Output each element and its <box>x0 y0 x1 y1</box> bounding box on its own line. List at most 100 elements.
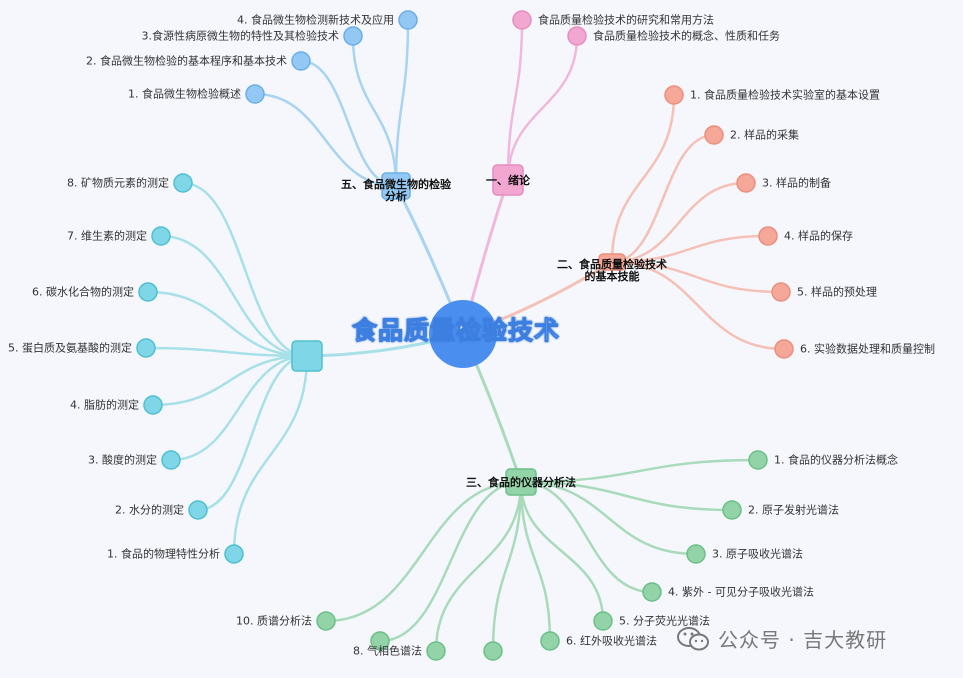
branch-label-b5: 五、食品微生物的检验分析 <box>341 179 451 203</box>
leaf-label-b3-3: 4. 紫外 - 可见分子吸收光谱法 <box>668 585 814 599</box>
leaf-label-b5-2: 2. 食品微生物检验的基本程序和基本技术 <box>86 54 287 68</box>
leaf-label-b5-1: 3.食源性病原微生物的特性及其检验技术 <box>141 29 340 43</box>
leaf-link-b2-5 <box>610 260 786 351</box>
leaf-link-b4-3 <box>144 346 309 358</box>
leaf-node-b4-6[interactable] <box>188 500 208 520</box>
leaf-node-b2-3[interactable] <box>758 226 778 246</box>
branch-label-line-b2-1: 的基本技能 <box>584 270 640 283</box>
leaf-node-b3-1[interactable] <box>722 500 742 520</box>
leaf-link-b3-5 <box>519 480 552 643</box>
leaf-link-b3-6 <box>491 480 523 653</box>
leaf-link-b2-4 <box>610 260 783 294</box>
branch-node-b2[interactable] <box>598 253 626 271</box>
leaf-node-b2-5[interactable] <box>774 339 794 359</box>
leaf-label-b3-0: 1. 食品的仪器分析法概念 <box>774 453 898 467</box>
branch-label-line-b5-0: 五、食品微生物的检验 <box>341 178 451 191</box>
branch-node-b3[interactable] <box>505 468 537 496</box>
leaf-node-b2-4[interactable] <box>771 282 791 302</box>
connector-lines <box>144 18 786 653</box>
leaf-node-b3-8[interactable] <box>370 631 390 651</box>
leaf-label-b4-6: 2. 水分的测定 <box>115 503 184 517</box>
wechat-icon <box>677 626 709 650</box>
leaf-node-b2-0[interactable] <box>664 85 684 105</box>
leaf-link-b1-1 <box>506 34 579 182</box>
leaf-node-b4-7[interactable] <box>224 544 244 564</box>
leaf-label-b2-3: 4. 样品的保存 <box>784 229 853 243</box>
leaf-node-b5-2[interactable] <box>291 51 311 71</box>
leaf-label-b4-2: 6. 碳水化合物的测定 <box>32 285 134 299</box>
leaf-label-b5-0: 4. 食品微生物检测新技术及应用 <box>237 13 394 27</box>
leaf-link-b3-1 <box>519 480 734 512</box>
leaf-label-b2-2: 3. 样品的制备 <box>762 176 831 190</box>
leaf-label-b4-1: 7. 维生素的测定 <box>67 229 147 243</box>
root-title[interactable]: 食品质量检验技术 <box>351 316 561 346</box>
leaf-node-b2-1[interactable] <box>704 125 724 145</box>
leaf-label-b3-1: 2. 原子发射光谱法 <box>748 503 839 517</box>
leaf-link-b4-4 <box>151 354 309 407</box>
leaf-node-b3-5[interactable] <box>540 631 560 651</box>
leaf-label-b4-4: 4. 脂肪的测定 <box>70 398 139 412</box>
branch-label-b1: 一、绪论 <box>486 174 530 187</box>
leaf-label-b4-5: 3. 酸度的测定 <box>88 453 157 467</box>
root-node[interactable] <box>429 300 497 368</box>
leaf-link-b4-5 <box>169 354 309 462</box>
nodes-layer <box>136 10 794 661</box>
branch-node-b4[interactable] <box>291 340 323 372</box>
branch-label-b3: 三、食品的仪器分析法 <box>466 476 576 489</box>
leaf-node-b4-2[interactable] <box>138 282 158 302</box>
branch-node-b5[interactable] <box>381 172 411 200</box>
leaf-node-b4-4[interactable] <box>143 395 163 415</box>
watermark-text: 公众号 · 吉大教研 <box>718 628 888 652</box>
leaf-node-b3-2[interactable] <box>686 544 706 564</box>
leaf-node-b3-3[interactable] <box>642 582 662 602</box>
leaf-link-b3-2 <box>519 480 698 556</box>
leaf-link-b3-9 <box>324 480 523 623</box>
leaf-node-b2-2[interactable] <box>736 173 756 193</box>
leaf-label-b2-1: 2. 样品的采集 <box>730 128 799 142</box>
branch-label-line-b2-0: 二、食品质量检验技术 <box>557 258 667 271</box>
leaf-link-b3-7 <box>434 480 523 653</box>
leaf-label-b3-5: 6. 红外吸收光谱法 <box>566 634 657 648</box>
leaf-label-b5-3: 1. 食品微生物检验概述 <box>128 87 241 101</box>
leaf-label-b3-4: 5. 分子荧光光谱法 <box>619 614 710 628</box>
leaf-label-b4-3: 5. 蛋白质及氨基酸的测定 <box>8 341 132 355</box>
leaf-node-b3-6[interactable] <box>483 641 503 661</box>
leaf-link-b4-1 <box>159 234 309 358</box>
leaf-label-b2-5: 6. 实验数据处理和质量控制 <box>800 342 935 356</box>
leaf-node-b3-4[interactable] <box>593 611 613 631</box>
leaf-link-b2-3 <box>610 234 770 264</box>
leaf-link-b4-0 <box>181 181 309 358</box>
leaf-label-b4-7: 1. 食品的物理特性分析 <box>107 547 220 561</box>
leaf-link-b5-0 <box>394 18 410 188</box>
leaf-link-b3-4 <box>519 480 605 623</box>
branch-node-b1[interactable] <box>492 164 524 196</box>
leaf-link-b4-6 <box>196 354 309 512</box>
leaf-node-b4-1[interactable] <box>151 226 171 246</box>
leaf-label-b3-2: 3. 原子吸收光谱法 <box>712 547 803 561</box>
leaf-link-b4-2 <box>146 290 309 358</box>
leaf-link-b3-0 <box>519 458 760 484</box>
leaf-node-b5-1[interactable] <box>343 26 363 46</box>
leaf-node-b5-0[interactable] <box>398 10 418 30</box>
leaf-node-b4-3[interactable] <box>136 338 156 358</box>
leaf-node-b4-5[interactable] <box>161 450 181 470</box>
leaf-link-b5-1 <box>351 34 398 188</box>
leaf-node-b3-9[interactable] <box>316 611 336 631</box>
leaf-node-b3-0[interactable] <box>748 450 768 470</box>
leaf-node-b4-0[interactable] <box>173 173 193 193</box>
leaf-label-b3-7: 8. 气相色谱法 <box>353 644 422 658</box>
branch-label-line-b5-1: 分析 <box>385 190 407 203</box>
leaf-node-b1-0[interactable] <box>512 10 532 30</box>
leaf-link-b2-0 <box>610 93 676 264</box>
leaf-link-b5-3 <box>253 92 398 188</box>
leaf-label-b2-4: 5. 样品的预处理 <box>797 285 877 299</box>
leaf-node-b1-1[interactable] <box>567 26 587 46</box>
leaf-link-b2-1 <box>610 133 716 264</box>
leaf-link-b3-3 <box>519 480 654 594</box>
leaf-node-b3-7[interactable] <box>426 641 446 661</box>
leaf-node-b5-3[interactable] <box>245 84 265 104</box>
leaf-label-b4-0: 8. 矿物质元素的测定 <box>67 176 169 190</box>
leaf-label-b1-0: 食品质量检验技术的研究和常用方法 <box>538 13 714 27</box>
